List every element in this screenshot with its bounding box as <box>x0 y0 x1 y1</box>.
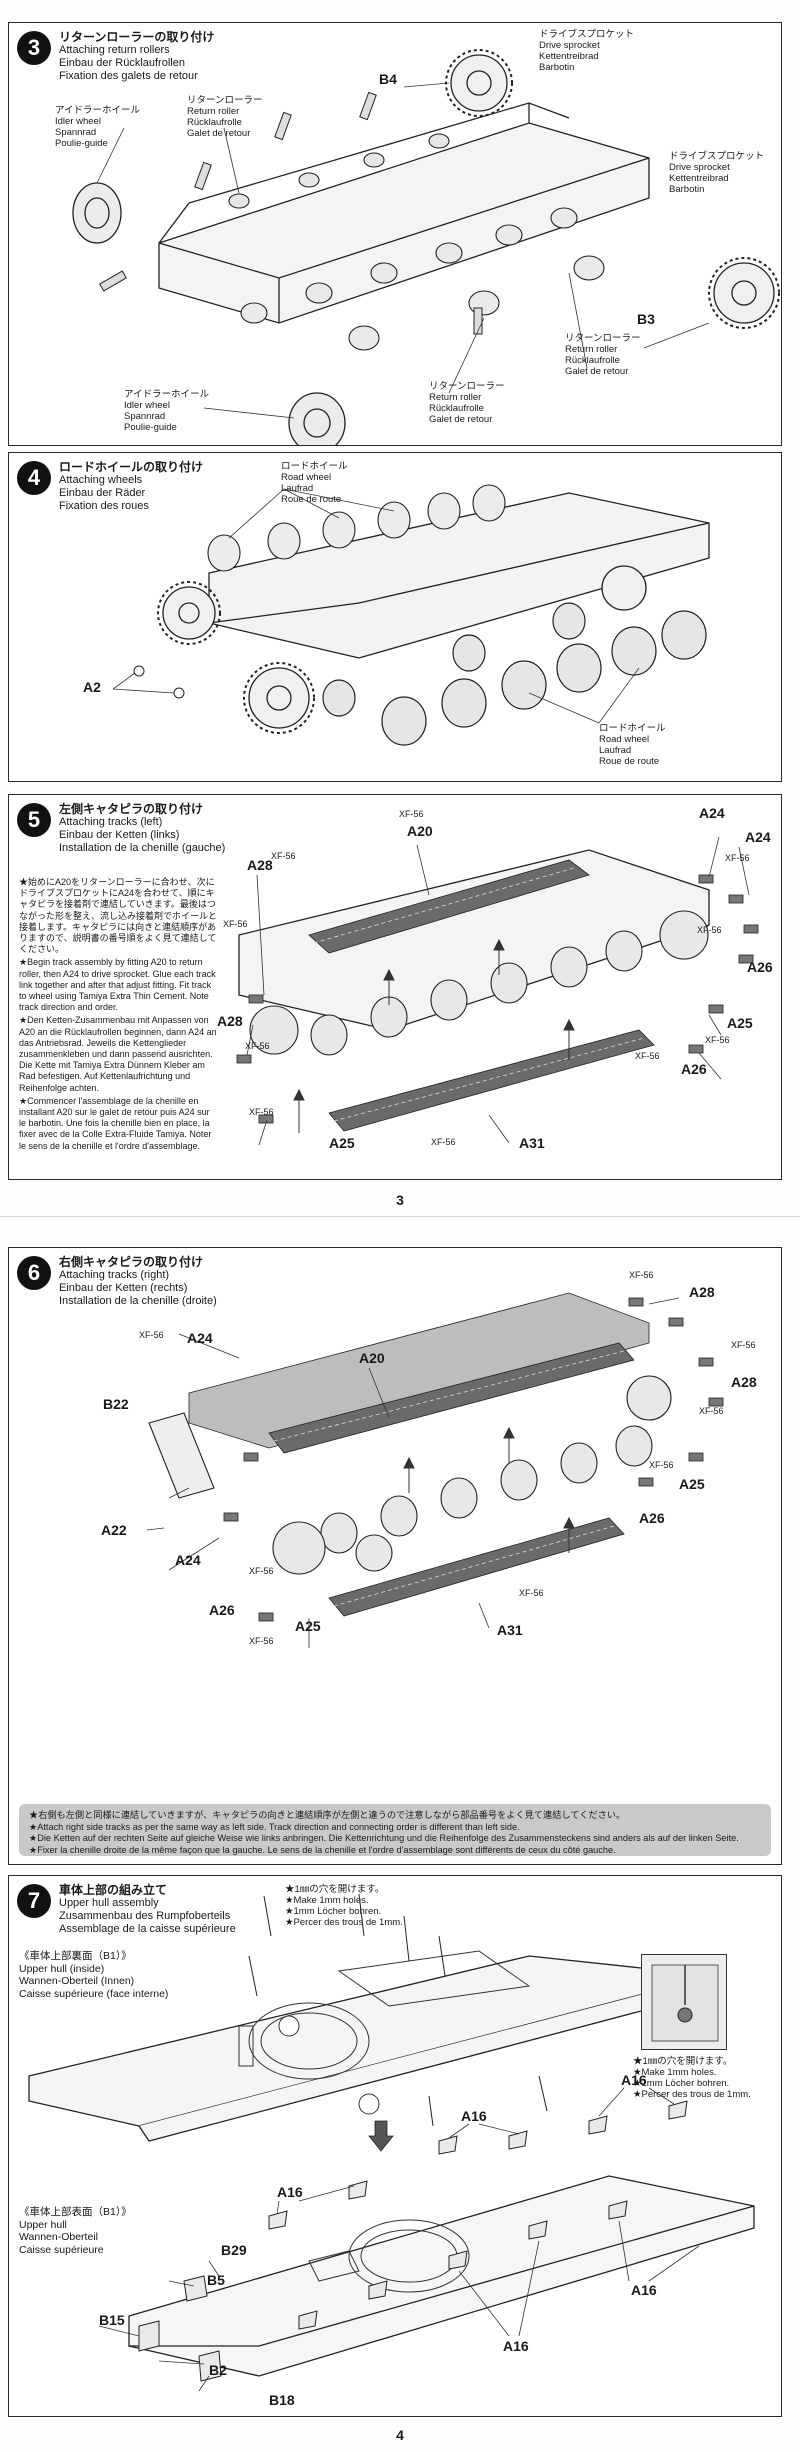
paint-xf56: XF-56 <box>725 853 750 863</box>
step-7-panel: 7 車体上部の組み立て Upper hull assembly Zusammen… <box>8 1875 782 2417</box>
paint-xf56: XF-56 <box>699 1406 724 1416</box>
drill-detail-drawing <box>651 1964 719 2042</box>
part-b29: B29 <box>221 2242 247 2258</box>
part-a16: A16 <box>503 2338 529 2354</box>
paint-xf56: XF-56 <box>399 809 424 819</box>
step-5-illustration <box>236 836 759 1146</box>
step-3-illustration <box>72 49 780 445</box>
part-a25: A25 <box>329 1135 355 1151</box>
paint-xf56: XF-56 <box>249 1636 274 1646</box>
step-6-instructions: ★右側も左側と同様に連結していきますが、キャタピラの向きと連結順序が左側と違うの… <box>19 1804 771 1856</box>
paint-xf56: XF-56 <box>245 1041 270 1051</box>
label-idler-wheel-left: アイドラーホイール Idler wheel Spannrad Poulie-gu… <box>55 105 141 149</box>
part-a25: A25 <box>295 1618 321 1634</box>
paint-xf56: XF-56 <box>249 1566 274 1576</box>
step-title: 右側キャタピラの取り付け Attaching tracks (right) Ei… <box>59 1255 217 1308</box>
label-return-roller-top: リターンローラー Return roller Rücklaufrolle Gal… <box>187 95 263 139</box>
label-drive-sprocket-top: ドライブスプロケット Drive sprocket Kettentreibrad… <box>539 29 635 73</box>
part-a20: A20 <box>359 1350 385 1366</box>
part-a2: A2 <box>83 679 101 695</box>
part-a25: A25 <box>679 1476 705 1492</box>
paint-xf56: XF-56 <box>629 1270 654 1280</box>
part-a26: A26 <box>209 1602 235 1618</box>
part-a31: A31 <box>519 1135 545 1151</box>
part-b3: B3 <box>637 311 655 327</box>
part-a24: A24 <box>699 805 725 821</box>
label-return-roller-bottom: リターンローラー Return roller Rücklaufrolle Gal… <box>429 381 505 425</box>
step-5-instructions: ★始めにA20をリターンローラーに合わせ、次にドライブスプロケットにA24を合わ… <box>19 877 218 1151</box>
step-4-panel: 4 ロードホイールの取り付け Attaching wheels Einbau d… <box>8 452 782 782</box>
step-3-panel: 3 リターンローラーの取り付け Attaching return rollers… <box>8 22 782 446</box>
step-6-panel: 6 右側キャタピラの取り付け Attaching tracks (right) … <box>8 1247 782 1865</box>
paint-xf56: XF-56 <box>635 1051 660 1061</box>
part-a26: A26 <box>639 1510 665 1526</box>
step-4-illustration <box>112 484 710 746</box>
part-a28: A28 <box>217 1013 243 1029</box>
step-number: 6 <box>17 1256 51 1290</box>
step-number: 4 <box>17 461 51 495</box>
label-idler-wheel-bottom: アイドラーホイール Idler wheel Spannrad Poulie-gu… <box>124 389 210 433</box>
step-number: 7 <box>17 1884 51 1918</box>
paint-xf56: XF-56 <box>249 1107 274 1117</box>
label-drive-sprocket-right: ドライブスプロケット Drive sprocket Kettentreibrad… <box>669 151 765 195</box>
page-number: 4 <box>396 2427 404 2443</box>
label-return-roller-right: リターンローラー Return roller Rücklaufrolle Gal… <box>565 333 641 377</box>
part-a16: A16 <box>277 2184 303 2200</box>
label-upper-hull-inside: 《車体上部裏面（B1）》 Upper hull (inside) Wannen-… <box>19 1950 169 2000</box>
part-b4: B4 <box>379 71 397 87</box>
part-a16: A16 <box>631 2282 657 2298</box>
part-a20: A20 <box>407 823 433 839</box>
label-road-wheel-bottom: ロードホイール Road wheel Laufrad Roue de route <box>599 723 666 767</box>
paint-xf56: XF-56 <box>223 919 248 929</box>
part-a16: A16 <box>621 2072 647 2088</box>
part-a25: A25 <box>727 1015 753 1031</box>
part-a24: A24 <box>175 1552 201 1568</box>
manual-page-4: 6 右側キャタピラの取り付け Attaching tracks (right) … <box>0 1216 800 2452</box>
paint-xf56: XF-56 <box>139 1330 164 1340</box>
step-6-illustration <box>146 1292 724 1648</box>
part-a26: A26 <box>747 959 773 975</box>
step-title: リターンローラーの取り付け Attaching return rollers E… <box>59 30 215 83</box>
part-a28: A28 <box>247 857 273 873</box>
paint-xf56: XF-56 <box>519 1588 544 1598</box>
step-number: 5 <box>17 803 51 837</box>
label-make-holes-top: ★1㎜の穴を開けます。 ★Make 1mm holes. ★1mm Löcher… <box>285 1884 403 1928</box>
part-a31: A31 <box>497 1622 523 1638</box>
label-road-wheel-top: ロードホイール Road wheel Laufrad Roue de route <box>281 461 348 505</box>
step-title: 車体上部の組み立て Upper hull assembly Zusammenba… <box>59 1883 236 1936</box>
part-a28: A28 <box>689 1284 715 1300</box>
paint-xf56: XF-56 <box>431 1137 456 1147</box>
part-a26: A26 <box>681 1061 707 1077</box>
part-a22: A22 <box>101 1522 127 1538</box>
page-number: 3 <box>396 1192 404 1208</box>
drill-detail-inset <box>641 1954 727 2050</box>
step-title: ロードホイールの取り付け Attaching wheels Einbau der… <box>59 460 204 513</box>
part-b2: B2 <box>209 2362 227 2378</box>
paint-xf56: XF-56 <box>705 1035 730 1045</box>
paint-xf56: XF-56 <box>697 925 722 935</box>
step-number: 3 <box>17 31 51 65</box>
part-a28: A28 <box>731 1374 757 1390</box>
part-a24: A24 <box>745 829 771 845</box>
label-make-holes-right: ★1㎜の穴を開けます。 ★Make 1mm holes. ★1mm Löcher… <box>633 2056 751 2100</box>
part-b5: B5 <box>207 2272 225 2288</box>
part-a16: A16 <box>461 2108 487 2124</box>
step-title: 左側キャタピラの取り付け Attaching tracks (left) Ein… <box>59 802 226 855</box>
part-b18: B18 <box>269 2392 295 2408</box>
part-b15: B15 <box>99 2312 125 2328</box>
paint-xf56: XF-56 <box>731 1340 756 1350</box>
paint-xf56: XF-56 <box>271 851 296 861</box>
manual-page-3: 3 リターンローラーの取り付け Attaching return rollers… <box>0 0 800 1216</box>
part-a24: A24 <box>187 1330 213 1346</box>
step-7-illustration <box>28 1893 755 2392</box>
label-upper-hull-top: 《車体上部表面（B1）》 Upper hull Wannen-Oberteil … <box>19 2206 132 2256</box>
paint-xf56: XF-56 <box>649 1460 674 1470</box>
step-5-panel: 5 左側キャタピラの取り付け Attaching tracks (left) E… <box>8 794 782 1180</box>
part-b22: B22 <box>103 1396 129 1412</box>
